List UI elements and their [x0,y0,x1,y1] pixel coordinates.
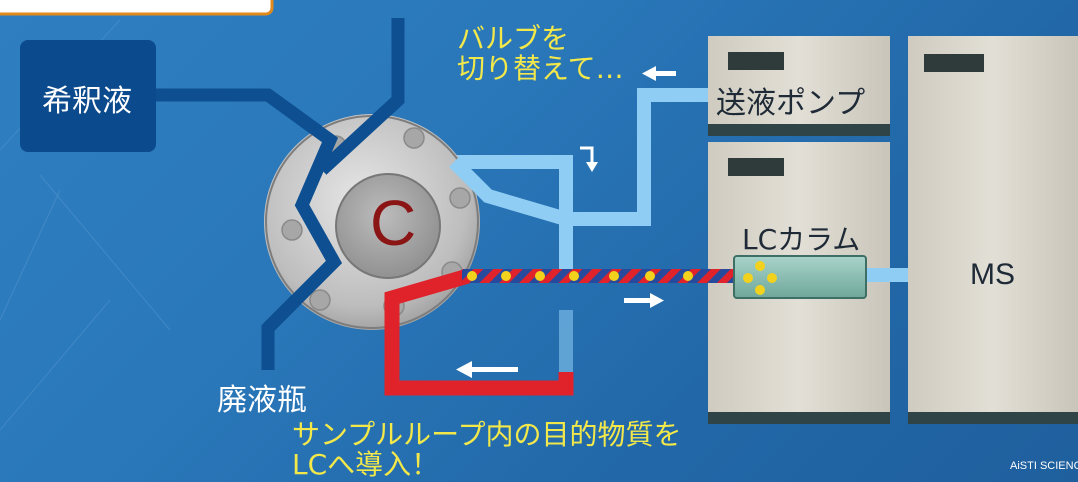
arrow-left-icon [642,66,676,81]
waste-label: 廃液瓶 [217,383,307,418]
valve-dark-channel [263,89,403,333]
analyte-dots [467,271,693,281]
intro-note-line2: LCへ導入！ [292,448,440,481]
title-tab-edge [0,0,274,16]
diluent-label: 希釈液 [42,84,132,119]
arrow-left-icon [456,361,518,378]
ms-unit [908,36,1078,424]
intro-note-line1: サンプルループ内の目的物質を [292,418,682,451]
sample-loop [384,268,574,396]
column-label: LCカラム [742,223,861,256]
pump-unit [708,36,890,136]
sample-band [462,269,736,283]
credit-text: AiSTI SCIENCE [1010,460,1078,472]
lc-column [733,255,867,299]
pump-label: 送液ポンプ [716,86,866,121]
diluent-box [20,40,156,152]
ms-label: MS [970,258,1015,291]
valve-light-channel [449,157,568,226]
valve-position-letter: C [370,187,417,259]
arrow-right-icon [624,293,664,308]
switch-note-line1: バルブを [457,22,570,55]
arrow-down-icon [580,146,598,172]
switch-note-line2: 切り替えて… [457,52,624,85]
